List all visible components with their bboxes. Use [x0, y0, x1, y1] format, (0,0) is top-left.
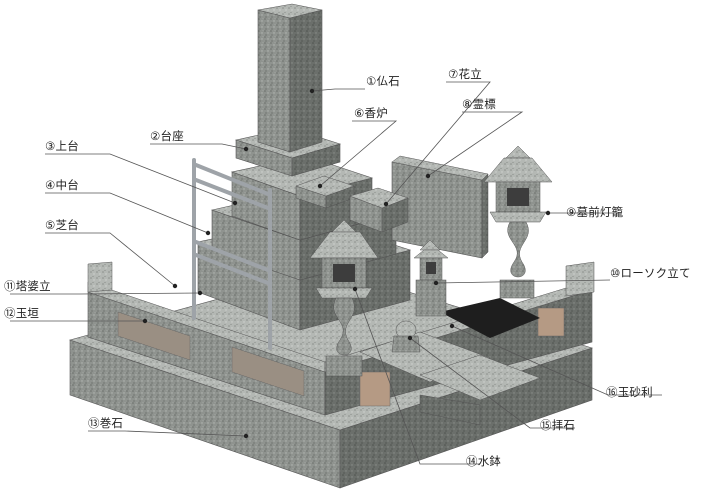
leader-dots — [142, 88, 551, 439]
label-shibadai: ⑤芝台 — [45, 218, 79, 232]
pedestal-stack — [196, 155, 412, 331]
haiseki-stones — [359, 331, 541, 426]
label-koro: ⑥香炉 — [354, 106, 388, 120]
leader-rosoku-tate — [435, 279, 611, 284]
label-reihyo: ⑧霊標 — [462, 97, 496, 111]
label-tamajari: ⑯玉砂利 — [606, 385, 653, 399]
tobatate-frame — [192, 158, 272, 350]
bozen-toro-lantern — [483, 145, 553, 299]
label-butsuseki: ①仏石 — [366, 74, 400, 88]
leader-tobatate — [10, 292, 201, 295]
label-haiseki: ⑮拝石 — [540, 418, 576, 432]
label-makiishi: ⑬巻石 — [88, 416, 124, 430]
leader-reihyo — [427, 111, 524, 177]
label-hanatate: ⑦花立 — [448, 67, 482, 81]
leader-makiishi — [88, 430, 247, 437]
leader-jodai — [45, 153, 236, 204]
butsuseki-stone — [257, 3, 323, 153]
leader-daiza — [150, 143, 247, 150]
leader-haiseki — [409, 337, 575, 429]
mizubachi-bowl — [391, 320, 421, 353]
leader-lines — [10, 81, 662, 465]
label-tamagaki: ⑫玉垣 — [4, 306, 40, 320]
leader-tamajari — [451, 325, 662, 396]
front-lantern — [309, 219, 379, 377]
label-mizubachi: ⑭水鉢 — [466, 454, 502, 468]
label-tobatate: ⑪塔婆立 — [4, 279, 51, 293]
leader-butsuseki — [311, 88, 365, 92]
leader-koro — [319, 120, 398, 187]
tamajari-gravel — [440, 298, 540, 338]
label-daiza: ②台座 — [150, 129, 184, 143]
label-bozen-toro: ⑨墓前灯籠 — [566, 205, 624, 219]
leader-hanatate — [385, 81, 491, 205]
leader-shibadai — [45, 232, 176, 287]
hanatate-vase — [349, 187, 409, 233]
leader-nakadai — [45, 192, 209, 234]
rosoku-tate-stand — [413, 239, 449, 317]
koro-stone — [295, 175, 355, 209]
label-rosoku-tate: ⑩ローソク立て — [610, 266, 691, 280]
label-jodai: ③上台 — [45, 139, 79, 153]
leader-mizubachi — [354, 288, 480, 465]
label-nakadai: ④中台 — [45, 178, 79, 192]
